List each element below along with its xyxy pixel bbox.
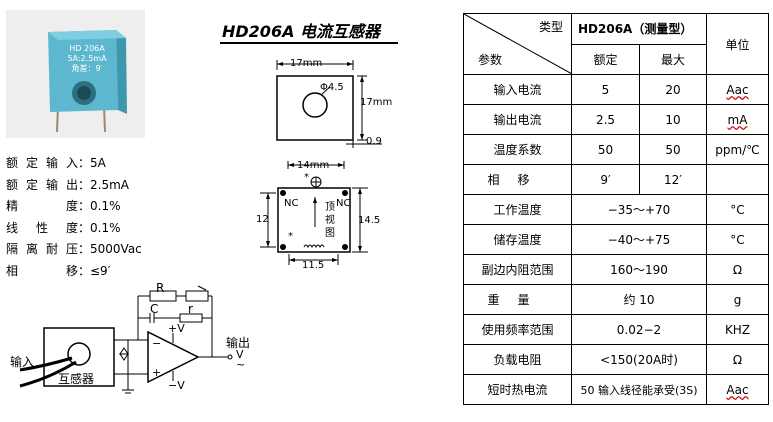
header-model: HD206A（测量型） — [571, 13, 707, 45]
top-view-char-3: 图 — [325, 228, 335, 239]
table-row: 负载电阻 <150(20A时) Ω — [463, 344, 769, 375]
circuit-input-label: 输入 — [10, 355, 35, 369]
dim-height-14-5: 14.5 — [358, 215, 381, 226]
dim-pin-14: 14mm — [297, 160, 330, 171]
spec-list: 额定输入：5A 额定输出：2.5mA 精度：0.1% 线性度：0.1% 隔离耐压… — [6, 153, 142, 283]
diagonal-line — [464, 14, 572, 74]
title-underline — [220, 42, 398, 44]
circuit-output-label: 输出 — [226, 336, 251, 350]
dim-height-12: 12 — [256, 214, 269, 225]
header-diagonal-cell: 类型 参数 — [463, 13, 572, 75]
table-subheader-row: 额定 最大 — [464, 43, 769, 75]
spec-row: 相移：≤9′ — [6, 263, 111, 278]
header-max: 最大 — [639, 43, 707, 75]
spec-row: 精度：0.1% — [6, 199, 121, 214]
header-type: 类型 — [538, 20, 563, 34]
header-rated: 额定 — [571, 43, 640, 75]
table-row: 输入电流 5 20 Aac — [463, 74, 769, 105]
header-param: 参数 — [478, 53, 503, 67]
table-row: 储存温度 −40～+75 °C — [463, 224, 769, 255]
spec-row: 隔离耐压：5000Vac — [6, 242, 142, 257]
dim-width-11-5: 11.5 — [302, 260, 325, 271]
circuit-output-tilde: ~ — [236, 358, 246, 371]
top-view-char-1: 顶 — [325, 202, 335, 213]
spec-row: 线性度：0.1% — [6, 220, 121, 235]
dim-height-17: 17mm — [360, 97, 393, 108]
top-view-drawing — [260, 161, 368, 265]
front-view-drawing — [276, 60, 382, 148]
table-row: 使用频率范围 0.02−2 KHZ — [463, 314, 769, 345]
circuit-resistor-r: r — [188, 302, 193, 316]
circuit-minus-v: −V — [168, 379, 185, 392]
dim-pin-09: 0.9 — [366, 136, 382, 147]
table-row: 短时热电流 50 输入线径能承受(3S) Aac — [463, 374, 769, 405]
star-mark-top: * — [304, 172, 309, 183]
nc-label-right: NC — [336, 198, 351, 209]
table-row: 工作温度 −35～+70 °C — [463, 194, 769, 225]
product-label-line1: HD 206A — [69, 44, 105, 53]
product-photo: HD 206A 5A:2.5mA 角差：9′ — [6, 10, 145, 138]
product-label: HD 206A 5A:2.5mA 角差：9′ — [60, 44, 114, 74]
circuit-diagram — [19, 285, 233, 394]
product-label-line2: 5A:2.5mA — [67, 54, 107, 63]
circuit-inverting-input: − — [152, 337, 162, 350]
table-row: 输出电流 2.5 10 mA — [463, 104, 769, 135]
parameter-table: 类型 参数 HD206A（测量型） 单位 额定 最大 输入电流 5 20 Aac… — [463, 13, 769, 405]
table-header-row: 类型 参数 HD206A（测量型） 单位 — [463, 13, 769, 75]
table-row: 副边内阻范围 160～190 Ω — [463, 254, 769, 285]
nc-label-left: NC — [284, 198, 299, 209]
table-row: 重量 约 10 g — [463, 284, 769, 315]
table-row: 相移 9′ 12′ — [463, 164, 769, 195]
spec-row: 额定输入：5A — [6, 156, 106, 170]
circuit-resistor-R: R — [156, 281, 165, 295]
header-unit: 单位 — [706, 13, 769, 75]
spec-row: 额定输出：2.5mA — [6, 177, 129, 192]
star-mark-bottom: * — [288, 231, 293, 242]
circuit-plus-v: +V — [168, 322, 185, 335]
circuit-output-v: V — [236, 348, 244, 361]
circuit-capacitor-C: C — [150, 302, 159, 316]
page-title: HD206A 电流互感器 — [222, 22, 381, 41]
circuit-noninverting-input: + — [152, 366, 162, 379]
product-label-line3: 角差：9′ — [71, 64, 103, 73]
dim-width-17: 17mm — [290, 58, 323, 69]
circuit-ct-label: 互感器 — [58, 372, 95, 386]
table-row: 温度系数 50 50 ppm/℃ — [463, 134, 769, 165]
dim-hole: Φ4.5 — [320, 82, 344, 93]
top-view-char-2: 视 — [325, 215, 335, 226]
